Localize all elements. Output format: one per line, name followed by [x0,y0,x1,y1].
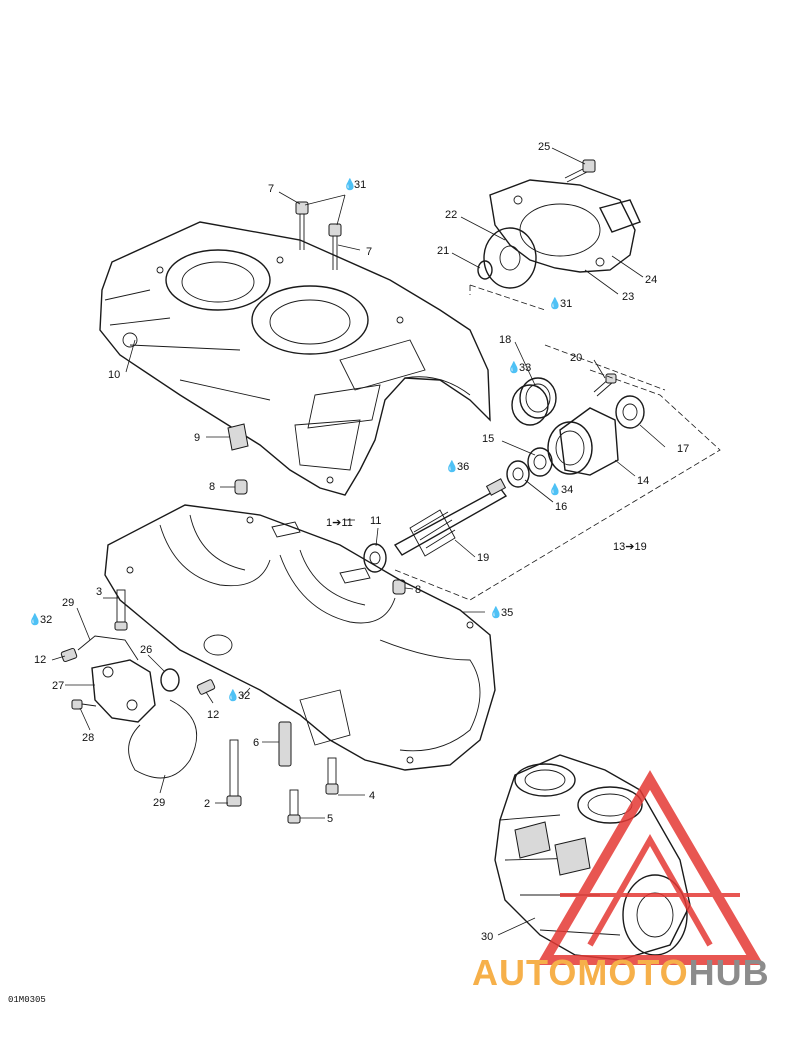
engine-assembly-30 [494,754,691,961]
label-36-drop: 💧 [445,460,459,473]
label-29: 29 [62,597,74,609]
screw-28 [71,699,97,710]
label-22: 22 [445,209,457,221]
fitting-12-left [60,647,78,663]
label-26: 26 [140,644,152,656]
label-31: 31 [560,298,572,310]
cover-17 [615,395,645,429]
label-11: 11 [370,515,381,527]
label-10: 10 [108,369,120,381]
label-16: 16 [555,501,567,513]
label-18: 18 [499,334,511,346]
upper-crankcase [99,221,491,496]
label-28: 28 [82,732,94,744]
water-pump-housing [489,179,641,273]
label-25: 25 [538,141,550,153]
label-12: 12 [207,709,219,721]
label-32-drop: 💧 [28,613,42,626]
label-2: 2 [204,798,210,810]
oil-line-29-upper [77,635,139,661]
label-21: 21 [437,245,449,257]
group-outline-shaft-top [544,344,666,391]
shaft-19 [393,478,508,557]
label-7: 7 [366,246,372,258]
label-1-to-11: 1➔11 [326,517,353,529]
label-36: 36 [457,461,469,473]
label-27: 27 [52,680,64,692]
label-32: 32 [238,690,250,702]
bolt-25 [564,159,596,183]
label-12: 12 [34,654,46,666]
bolt-2 [226,739,242,807]
label-15: 15 [482,433,494,445]
group-outline-water-pump [469,284,546,311]
watermark-part2: HUB [689,952,770,993]
fitting-12-right [196,679,216,695]
label-29: 29 [153,797,165,809]
bolt-7-right [328,223,342,270]
label-13-to-19: 13➔19 [613,541,647,553]
label-4: 4 [369,790,375,802]
oil-pump-27 [91,659,156,723]
label-6: 6 [253,737,259,749]
impeller-22 [483,227,537,289]
label-9: 9 [194,432,200,444]
label-31-drop: 💧 [548,297,562,310]
label-35-drop: 💧 [489,606,503,619]
bolt-4 [325,757,339,795]
label-31-drop: 💧 [343,178,357,191]
label-33-drop: 💧 [507,361,521,374]
figure-code: 01M0305 [8,995,46,1005]
lower-crankcase [104,504,496,771]
bolt-3 [114,589,128,631]
label-32-drop: 💧 [226,689,240,702]
bolt-5 [287,789,301,824]
stud-6 [278,721,292,767]
label-7: 7 [268,183,274,195]
bolt-20 [593,373,617,397]
label-24: 24 [645,274,657,286]
label-31: 31 [354,179,366,191]
seal-16 [506,460,530,488]
label-23: 23 [622,291,634,303]
label-14: 14 [637,475,649,487]
label-30: 30 [481,931,493,943]
label-20: 20 [570,352,582,364]
callout-labels: 7 💧 31 7 10 9 8 25 22 21 24 23 💧 31 18 💧… [28,141,689,943]
o-ring-26 [160,668,180,692]
watermark-logo-icon [536,770,764,965]
oil-seal-33 [511,377,557,426]
label-5: 5 [327,813,333,825]
part-8-dowel-upper [234,479,248,495]
label-34: 34 [561,484,573,496]
label-8: 8 [209,481,215,493]
watermark-part1: AUTOMOTO [472,952,689,993]
label-19: 19 [477,552,489,564]
housing-14 [547,407,619,476]
label-35: 35 [501,607,513,619]
bearing-11 [363,543,387,573]
label-32: 32 [40,614,52,626]
label-8: 8 [415,584,421,596]
label-17: 17 [677,443,689,455]
leader-lines [51,147,666,936]
part-9-gasket [227,423,249,451]
watermark-text: AUTOMOTOHUB [472,952,770,993]
label-3: 3 [96,586,102,598]
label-33: 33 [519,362,531,374]
oil-line-29-lower [128,699,198,779]
washer-21 [477,260,493,280]
label-34-drop: 💧 [548,483,562,496]
bearing-15 [527,447,553,477]
group-outline-shaft [394,369,721,601]
